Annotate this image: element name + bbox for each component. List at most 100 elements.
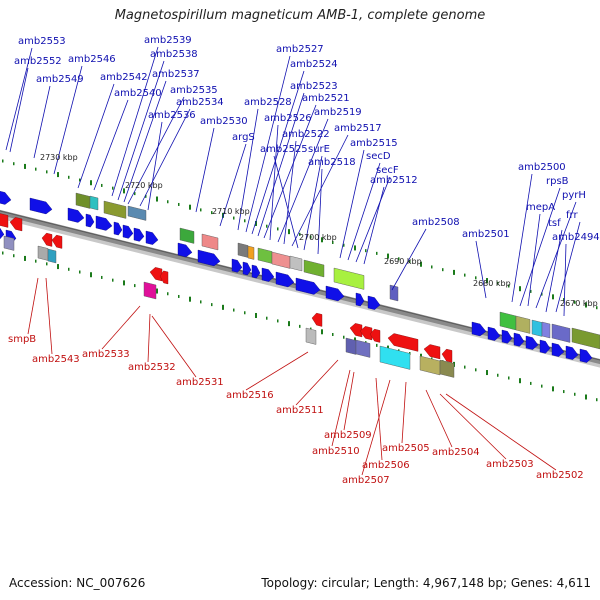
gene-label-reverse: amb2533 <box>82 349 130 360</box>
gene-label-forward: rpsB <box>546 176 569 187</box>
gene-label-reverse: amb2510 <box>312 446 360 457</box>
leader-line-reverse <box>375 377 383 461</box>
tick-mark <box>211 211 213 215</box>
forward-gene-arrow <box>487 326 501 341</box>
leader-line-forward <box>303 155 323 251</box>
leader-line-forward <box>519 187 561 307</box>
gene-label-reverse: amb2531 <box>176 377 224 388</box>
annotation-block <box>541 321 551 339</box>
leader-line-forward <box>317 168 323 255</box>
tick-mark <box>563 298 565 302</box>
leader-line-forward <box>363 186 385 265</box>
tick-mark <box>211 303 213 307</box>
reverse-gene-arrow <box>0 213 9 228</box>
gene-label-forward: amb2500 <box>518 162 566 173</box>
tick-mark <box>376 343 378 347</box>
forward-gene-arrow <box>29 197 53 215</box>
forward-gene-arrow <box>471 321 487 337</box>
tick-mark <box>79 178 81 182</box>
tick-mark <box>497 373 499 377</box>
annotation-block <box>247 245 255 260</box>
tick-mark <box>156 196 158 202</box>
leader-line-reverse <box>295 359 339 406</box>
tick-mark <box>530 289 532 293</box>
accession-text: Accession: NC_007626 <box>9 576 146 590</box>
tick-mark <box>321 329 323 335</box>
kbp-marker-label: 2680 kbp <box>473 279 511 288</box>
gene-label-forward: amb2512 <box>370 175 418 186</box>
reverse-gene-arrow <box>349 323 363 338</box>
leader-line-forward <box>5 47 33 151</box>
forward-gene-arrow <box>525 335 539 350</box>
gene-label-forward: amb2535 <box>170 85 218 96</box>
tick-mark <box>178 202 180 206</box>
leader-line-forward <box>53 65 83 175</box>
leader-line-reverse <box>425 389 453 448</box>
annotation-block <box>515 315 531 334</box>
leader-line-reverse <box>245 351 309 391</box>
tick-mark <box>409 260 411 264</box>
annotation-block <box>551 323 571 343</box>
page-title: Magnetospirillum magneticum AMB-1, compl… <box>114 8 486 23</box>
tick-mark <box>552 294 554 300</box>
leader-line-forward <box>475 240 487 299</box>
tick-mark <box>299 232 301 236</box>
tick-mark <box>299 324 301 328</box>
forward-gene-arrow <box>67 207 85 223</box>
gene-label-forward: amb2519 <box>314 107 362 118</box>
gene-label-forward: amb2521 <box>302 93 350 104</box>
tick-mark <box>68 267 70 271</box>
reverse-gene-arrow <box>387 333 419 352</box>
leader-line-reverse <box>361 379 391 476</box>
leader-line-forward <box>245 55 291 233</box>
leader-line-forward <box>117 60 165 201</box>
gene-label-forward: amb2542 <box>100 72 148 83</box>
leader-line-forward <box>263 104 317 239</box>
gene-label-forward: amb2518 <box>308 157 356 168</box>
leader-line-forward <box>527 213 541 307</box>
tick-mark <box>574 392 576 396</box>
forward-gene-arrow <box>85 213 95 228</box>
reverse-gene-arrow <box>159 270 169 285</box>
tick-mark <box>222 304 224 310</box>
leader-line-forward <box>291 134 349 247</box>
leader-line-forward <box>237 108 259 231</box>
leader-line-forward <box>251 70 305 235</box>
tick-mark <box>442 268 444 272</box>
annotation-block <box>143 281 157 300</box>
leader-line-layer <box>5 46 581 476</box>
gene-label-forward: amb2494 <box>552 232 600 243</box>
tick-mark <box>387 253 389 259</box>
reverse-gene-arrow <box>423 344 441 360</box>
leader-line-reverse <box>101 305 141 350</box>
tick-mark <box>123 280 125 286</box>
leader-line-forward <box>273 155 299 249</box>
gene-label-forward: amb2523 <box>290 81 338 92</box>
gene-label-forward: amb2539 <box>144 35 192 46</box>
reverse-gene-arrow <box>51 234 63 249</box>
tick-mark <box>464 273 466 277</box>
gene-label-reverse: amb2503 <box>486 459 534 470</box>
leader-line-forward <box>147 121 163 211</box>
tick-mark <box>365 249 367 253</box>
gene-label-forward: amb2553 <box>18 36 66 47</box>
annotation-block <box>47 248 57 264</box>
leader-line-reverse <box>401 381 407 444</box>
leader-line-forward <box>283 140 297 245</box>
leader-line-forward <box>219 143 247 227</box>
gene-label-forward: amb2552 <box>14 56 62 67</box>
tick-mark <box>255 312 257 318</box>
tick-mark <box>112 278 114 282</box>
gene-label-reverse: amb2502 <box>536 470 584 481</box>
tick-mark <box>321 237 323 243</box>
tick-mark <box>145 194 147 198</box>
leader-line-forward <box>545 229 563 313</box>
tick-mark <box>46 170 48 174</box>
forward-gene-arrow <box>113 221 123 236</box>
leader-line-forward <box>139 108 191 207</box>
leader-line-forward <box>339 149 365 259</box>
gene-label-forward: amb2528 <box>244 97 292 108</box>
tick-mark <box>101 275 103 279</box>
forward-gene-arrow <box>565 345 579 360</box>
